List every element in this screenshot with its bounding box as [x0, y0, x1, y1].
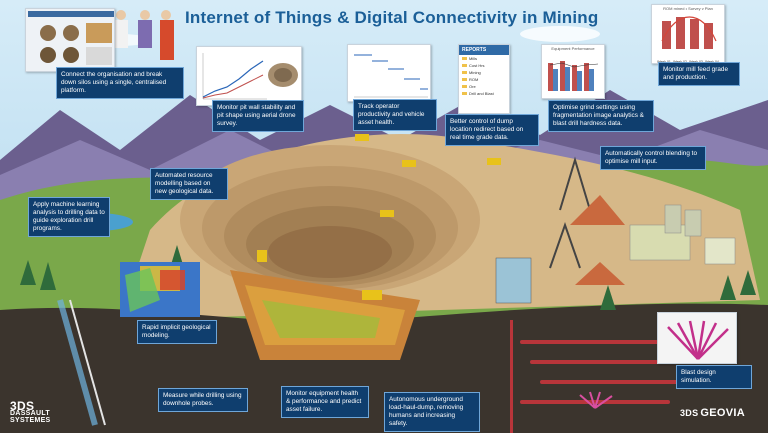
mill-bar-chart-icon [661, 16, 717, 49]
callout-machine-learning: Apply machine learning analysis to drill… [28, 197, 110, 237]
callout-implicit-modeling: Rapid implicit geological modeling. [137, 320, 217, 344]
reports-header: REPORTS [459, 45, 509, 55]
callout-measure-while-drilling: Measure while drilling using downhole pr… [158, 388, 248, 412]
dassault-logo: 3DS DASSAULT SYSTEMES [10, 399, 51, 424]
pit-line-chart-icon [202, 53, 298, 100]
callout-dump-control: Better control of dump location redirect… [445, 114, 539, 146]
report-item-label: Drill and Blast [469, 91, 494, 96]
dassault-logo-line2: SYSTEMES [10, 417, 51, 424]
report-item[interactable]: Ore [459, 83, 509, 90]
drill-holes [57, 299, 106, 426]
callout-mill-feed: Monitor mill feed grade and production. [658, 62, 740, 86]
haul-trucks [257, 134, 501, 300]
callout-blending: Automatically control blending to optimi… [600, 146, 706, 170]
report-item-label: Mills [469, 56, 477, 61]
report-item-label: Mining [469, 70, 481, 75]
blast-design-card [657, 312, 737, 364]
week-label: Week 03 [689, 60, 703, 63]
ds-logo-icon: 3DS [10, 399, 35, 413]
report-item[interactable]: Drill and Blast [459, 90, 509, 97]
folder-icon [462, 71, 467, 74]
reports-card: REPORTS Mills Cost Hrs Mining ROM Ore Dr… [458, 44, 510, 114]
callout-resource-modelling: Automated resource modelling based on ne… [150, 168, 228, 200]
underground-drives [510, 320, 690, 433]
callout-centralised-platform: Connect the organisation and break down … [56, 67, 184, 99]
workers [114, 10, 174, 60]
callout-underground-lhd: Autonomous underground load-haul-dump, r… [384, 392, 480, 432]
headframes [549, 156, 591, 269]
grind-bar-chart-icon [548, 61, 599, 91]
callout-operator-productivity: Track operator productivity and vehicle … [353, 99, 437, 131]
folder-icon [462, 85, 467, 88]
trees [20, 245, 756, 310]
report-item[interactable]: ROM [459, 76, 509, 83]
folder-icon [462, 92, 467, 95]
platform-screenshot-icon [28, 11, 114, 65]
geovia-logo-text: GEOVIA [700, 407, 746, 419]
folder-icon [462, 78, 467, 81]
platform-screenshot-card [25, 8, 115, 72]
page-title: Internet of Things & Digital Connectivit… [185, 8, 599, 27]
grind-chart-title: Equipment Performance [551, 46, 595, 51]
report-item[interactable]: Cost Hrs [459, 62, 509, 69]
report-item-label: Cost Hrs [469, 63, 485, 68]
folder-icon [462, 64, 467, 67]
mill-chart-weeks: Week 01 Week 02 Week 03 Week 04 [652, 60, 724, 63]
blast-fan [579, 391, 613, 409]
week-label: Week 02 [673, 60, 687, 63]
callout-equipment-health: Monitor equipment health & performance a… [281, 386, 369, 418]
week-label: Week 01 [657, 60, 671, 63]
stockpiles [570, 195, 625, 285]
ds-logo-icon: 3DS [680, 408, 699, 418]
report-item[interactable]: Mining [459, 69, 509, 76]
report-item-label: ROM [469, 77, 479, 82]
callout-grind-settings: Optimise grind settings using fragmentat… [548, 100, 654, 132]
folder-icon [462, 57, 467, 60]
pit-bottom [268, 226, 392, 278]
mill-chart-card: ROM mined • Survey v Plan Week 01 Week 0… [651, 4, 725, 64]
operator-step-chart-icon [354, 54, 428, 98]
blast-fan-icon [667, 320, 729, 360]
report-item[interactable]: Mills [459, 55, 509, 62]
report-item-label: Ore [469, 84, 476, 89]
week-label: Week 04 [705, 60, 719, 63]
callout-pit-wall-stability: Monitor pit wall stability and pit shape… [212, 100, 304, 132]
pit-chart-card [196, 46, 302, 106]
geology-heatmap [120, 262, 200, 317]
grind-chart-card: Equipment Performance [541, 44, 605, 99]
callout-blast-design: Blast design simulation. [676, 365, 752, 389]
dassault-logo-line1: DASSAULT [10, 410, 50, 417]
processing-plant [495, 204, 736, 304]
operator-chart-card [347, 44, 431, 102]
cloud [520, 26, 600, 42]
mill-chart-title: ROM mined • Survey v Plan [663, 6, 713, 11]
